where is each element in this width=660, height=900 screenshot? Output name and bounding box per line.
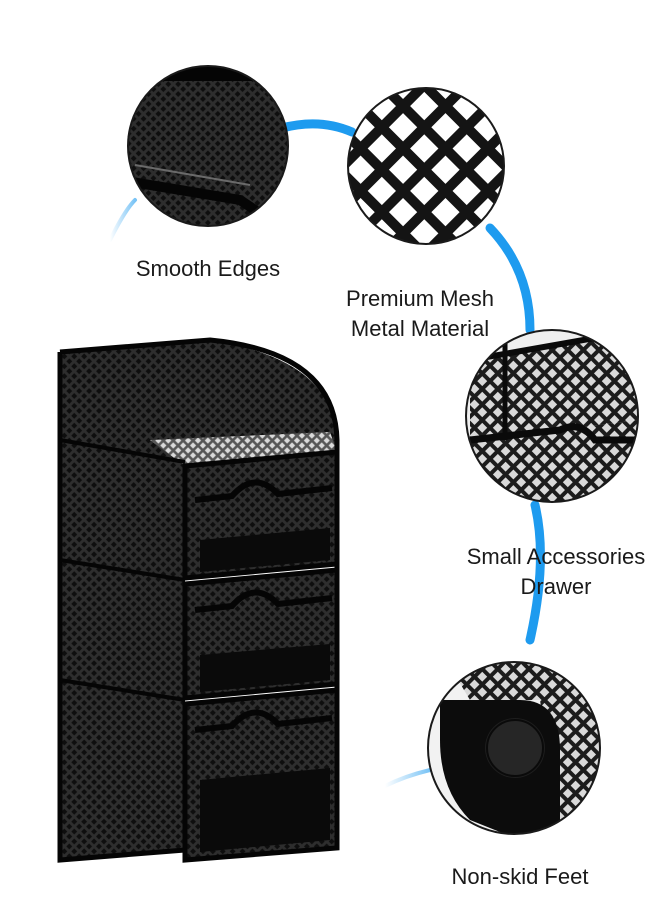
drawer-caption: Small Accessories Drawer <box>456 542 656 602</box>
callout-drawer-image <box>465 329 639 503</box>
feet-caption: Non-skid Feet <box>430 862 610 892</box>
smooth-edges-caption: Smooth Edges <box>118 254 298 284</box>
mesh-caption: Premium Mesh Metal Material <box>320 284 520 344</box>
callout-smooth-edges-image <box>127 65 289 227</box>
mesh-label-line2: Metal Material <box>350 316 490 341</box>
mesh-label-line1: Premium Mesh <box>346 286 494 311</box>
mesh-desk-organizer-product <box>57 337 340 863</box>
drawer-top <box>182 449 340 581</box>
drawer-label-line2: Drawer <box>520 574 592 599</box>
smooth-edges-label: Smooth Edges <box>135 256 281 281</box>
callout-mesh-image <box>347 87 505 245</box>
drawer-label-line1: Small Accessories <box>466 544 646 569</box>
drawer-bottom <box>182 687 340 863</box>
feet-label: Non-skid Feet <box>451 864 589 889</box>
accent-connector-curve <box>108 119 545 788</box>
callout-feet-image <box>427 661 601 835</box>
drawer-middle <box>182 567 340 701</box>
